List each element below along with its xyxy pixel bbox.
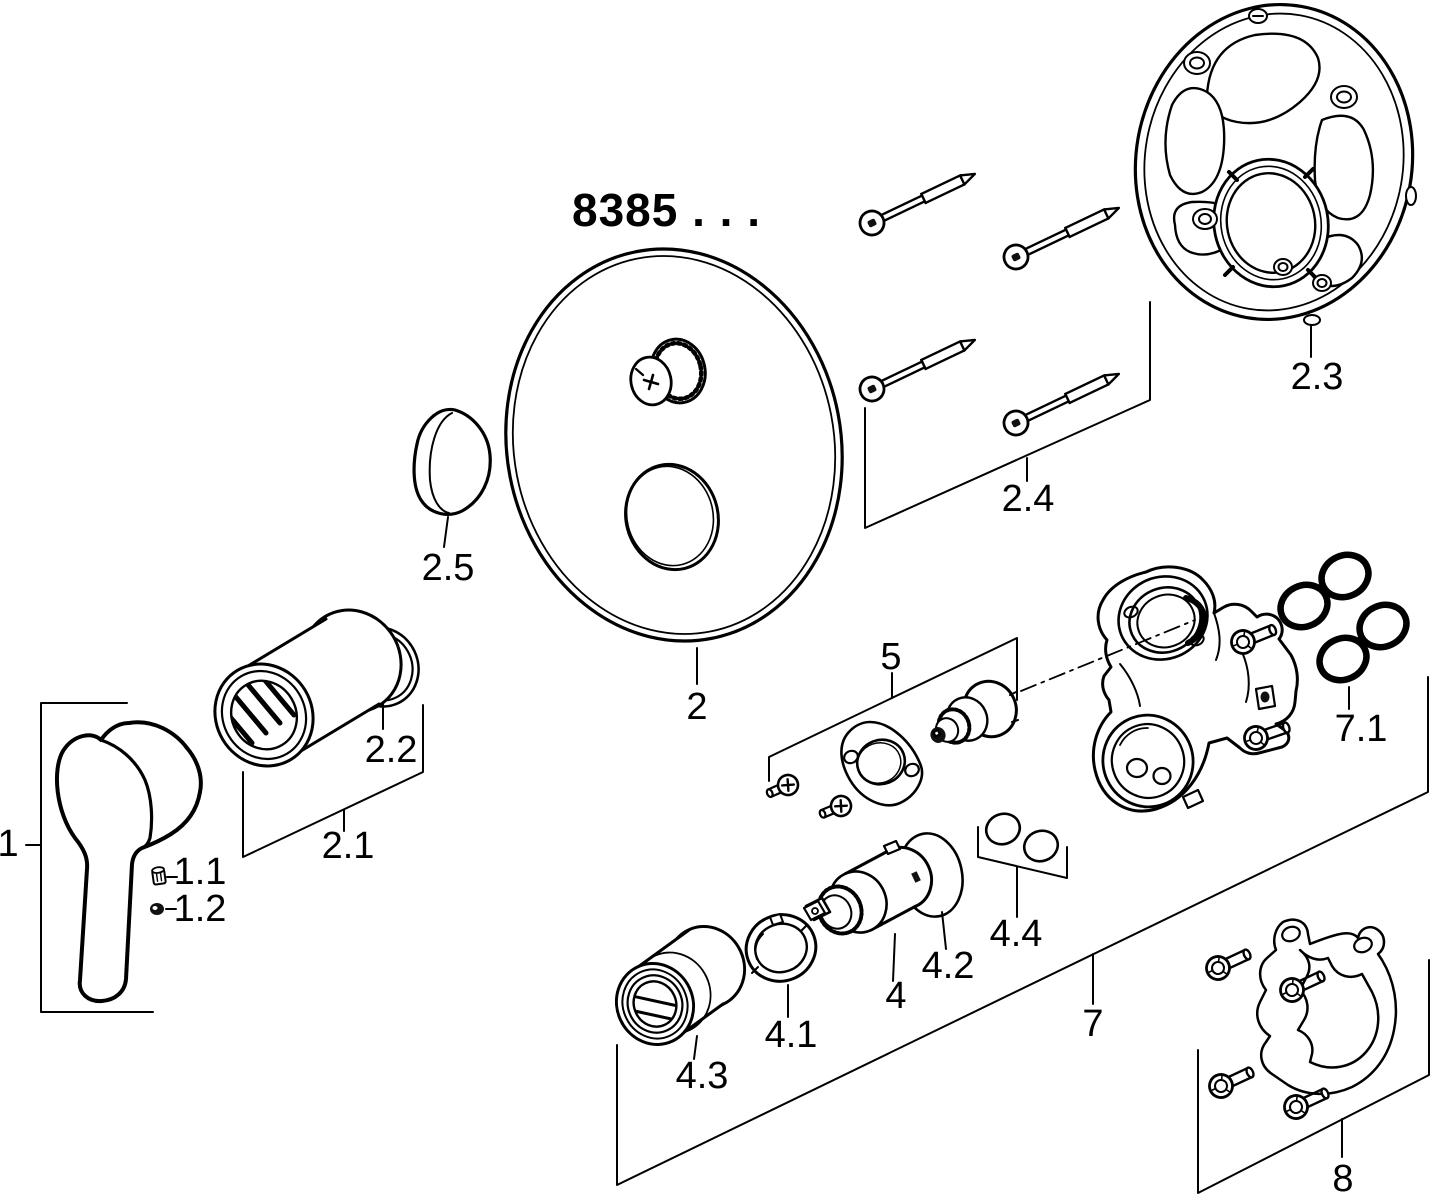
bracket-2-4 (864, 301, 1151, 529)
center-hub (1212, 157, 1330, 289)
long-screw (998, 195, 1126, 275)
clip-bolt (1201, 941, 1256, 985)
part-label-2-1: 2.1 (322, 825, 375, 867)
part-label-2-3: 2.3 (1291, 356, 1344, 398)
part-label-7-1: 7.1 (1335, 708, 1388, 750)
part-label-5: 5 (880, 636, 901, 678)
oring-pair-4-4 (984, 812, 1060, 863)
part-label-1: 1 (0, 823, 19, 865)
handle-cap-2-5 (412, 407, 492, 516)
lever-handle (55, 720, 203, 1004)
leader-2-5 (443, 516, 449, 548)
clip-bolt (1204, 1059, 1259, 1103)
bracket-7 (616, 676, 1429, 1186)
bracket-4-4 (977, 826, 1068, 879)
leader-4-3 (693, 1035, 698, 1060)
leader-lines-and-brackets (25, 301, 1430, 1194)
long-screw (998, 361, 1126, 441)
shutoff-unit-5 (761, 679, 1019, 826)
long-screw (854, 327, 982, 407)
part-label-4: 4 (885, 975, 906, 1017)
wall-mounting-plate-2-3 (1133, 2, 1417, 326)
securing-clip-8 (1201, 918, 1398, 1124)
model-number-title: 8385 . . . (572, 184, 761, 236)
cartridge-flange (1117, 575, 1209, 661)
part-label-2-2: 2.2 (365, 729, 418, 771)
pan-screw (814, 791, 856, 826)
handle-hole (624, 462, 720, 572)
mounting-screws-2-4 (854, 161, 1126, 441)
bracket-8 (1197, 959, 1430, 1194)
stop-ring-4-1 (744, 913, 818, 983)
part-label-4-1: 4.1 (765, 1014, 818, 1056)
flange-gasket (840, 720, 924, 807)
handle-plug-1-2 (150, 903, 164, 915)
diverter-knob (629, 337, 707, 407)
cartridge-sleeve-4-3 (614, 925, 747, 1046)
bracket-1 (40, 702, 154, 1013)
part-label-2-5: 2.5 (422, 547, 475, 589)
part-label-2: 2 (686, 686, 707, 728)
bottom-port (1101, 713, 1205, 810)
mounting-bosses (1183, 51, 1358, 292)
part-label-4-2: 4.2 (922, 945, 975, 987)
leader-4 (892, 933, 896, 982)
part-label-8: 8 (1332, 1158, 1353, 1197)
long-screw (854, 161, 982, 241)
part-label-1-2: 1.2 (174, 888, 227, 930)
bracket-2-1 (242, 704, 424, 858)
handle-sleeve-2-1 (213, 608, 403, 768)
leader-4-2 (941, 911, 947, 950)
bore-spline-lines (628, 994, 680, 1022)
escutcheon-plate (504, 247, 844, 643)
rim-nubs (1248, 8, 1417, 326)
part-label-1-1: 1.1 (174, 851, 227, 893)
part-label-4-3: 4.3 (676, 1055, 729, 1097)
part-label-7: 7 (1082, 1003, 1103, 1045)
part-label-4-4: 4.4 (990, 913, 1043, 955)
phillips-cross-icon (642, 373, 660, 391)
side-lug (1254, 684, 1277, 711)
assembly-axis-line (1020, 619, 1196, 692)
part-label-2-4: 2.4 (1002, 478, 1055, 520)
check-valve-cartridge (930, 679, 1019, 745)
rough-in-valve-body-7 (1091, 565, 1299, 813)
handle-screw-1-1 (151, 866, 167, 886)
mixing-cartridge-4 (802, 839, 934, 936)
